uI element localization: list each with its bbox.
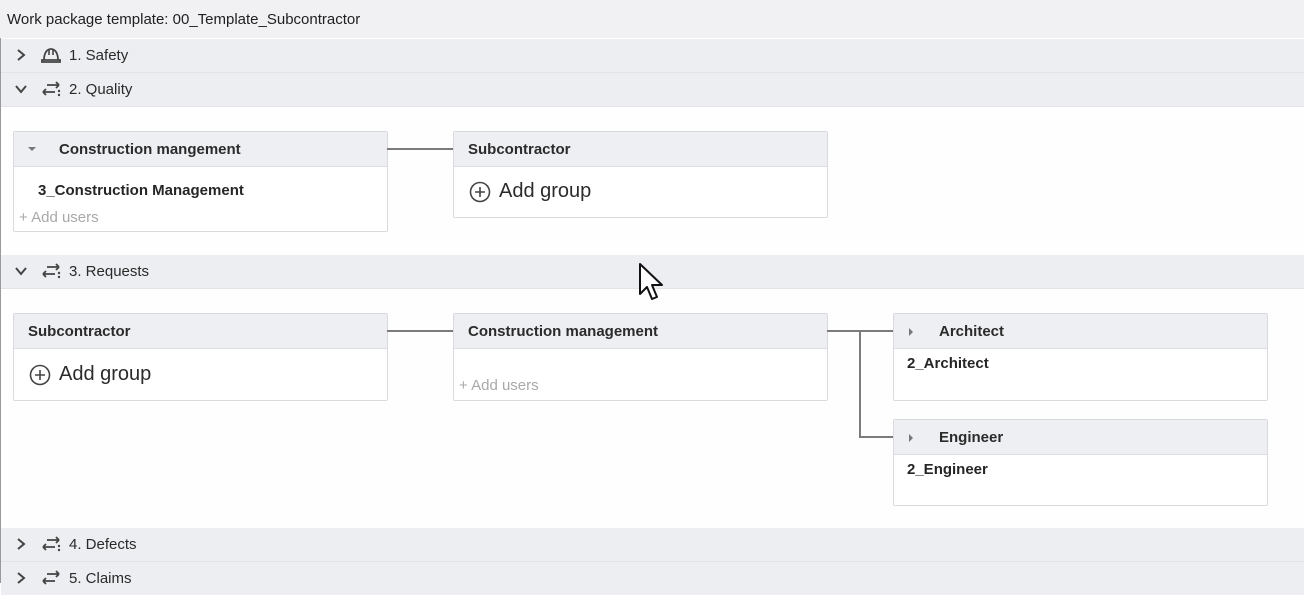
card-title: Subcontractor bbox=[468, 141, 571, 158]
card-title: Engineer bbox=[939, 429, 1004, 446]
plus-circle-icon bbox=[469, 181, 491, 202]
role-card-construction-management[interactable]: Construction management + Add users bbox=[453, 313, 828, 401]
card-title: Subcontractor bbox=[28, 323, 131, 340]
plus-icon: + bbox=[459, 377, 472, 394]
card-header[interactable]: Architect bbox=[894, 314, 1267, 349]
section-label: 2. Quality bbox=[69, 81, 133, 98]
role-card-subcontractor[interactable]: Subcontractor Add group bbox=[13, 313, 388, 401]
section-safety[interactable]: 1. Safety bbox=[1, 39, 1304, 73]
role-card-construction-management[interactable]: Construction mangement 3_Construction Ma… bbox=[13, 131, 388, 232]
connector-branch-line bbox=[859, 330, 861, 438]
add-group-label: Add group bbox=[499, 180, 592, 202]
role-card-architect[interactable]: Architect 2_Architect bbox=[893, 313, 1268, 401]
add-users-button[interactable]: + Add users bbox=[19, 209, 99, 226]
role-card-engineer[interactable]: Engineer 2_Engineer bbox=[893, 419, 1268, 506]
section-label: 1. Safety bbox=[69, 47, 129, 64]
role-card-subcontractor[interactable]: Subcontractor Add group bbox=[453, 131, 828, 218]
caret-right-icon[interactable] bbox=[907, 327, 915, 337]
section-label: 5. Claims bbox=[69, 570, 132, 587]
group-name: 2_Engineer bbox=[907, 461, 988, 478]
section-defects[interactable]: 4. Defects bbox=[1, 528, 1304, 562]
plus-icon: + bbox=[19, 209, 32, 226]
card-title: Architect bbox=[939, 323, 1005, 340]
card-header[interactable]: Subcontractor bbox=[454, 132, 827, 167]
mouse-cursor-icon bbox=[639, 263, 663, 300]
chevron-right-icon[interactable] bbox=[13, 47, 29, 63]
card-header[interactable]: Construction management bbox=[454, 314, 827, 349]
plus-circle-icon bbox=[29, 364, 51, 385]
section-label: 3. Requests bbox=[69, 263, 150, 280]
caret-right-icon[interactable] bbox=[907, 433, 915, 443]
section-quality[interactable]: 2. Quality bbox=[1, 73, 1304, 107]
group-name: 3_Construction Management bbox=[38, 182, 244, 199]
connector-line bbox=[387, 148, 453, 150]
section-label: 4. Defects bbox=[69, 536, 137, 553]
card-header[interactable]: Engineer bbox=[894, 420, 1267, 455]
connector-line bbox=[859, 436, 893, 438]
workflow-arrows-icon bbox=[42, 263, 61, 279]
chevron-right-icon[interactable] bbox=[13, 570, 29, 586]
chevron-down-icon[interactable] bbox=[13, 263, 29, 279]
chevron-down-icon[interactable] bbox=[13, 81, 29, 97]
card-header[interactable]: Construction mangement bbox=[14, 132, 387, 167]
workflow-arrows-icon bbox=[42, 570, 60, 585]
card-header[interactable]: Subcontractor bbox=[14, 314, 387, 349]
hard-hat-icon bbox=[41, 48, 61, 63]
workflow-arrows-icon bbox=[42, 81, 61, 97]
add-users-label: Add users bbox=[31, 209, 99, 226]
connector-line bbox=[387, 330, 453, 332]
section-claims[interactable]: 5. Claims bbox=[1, 562, 1304, 595]
add-group-button[interactable]: Add group bbox=[469, 180, 591, 203]
page-title: Work package template: 00_Template_Subco… bbox=[7, 11, 361, 28]
card-title: Construction mangement bbox=[59, 141, 241, 158]
group-name: 2_Architect bbox=[907, 355, 989, 372]
workflow-arrows-icon bbox=[42, 536, 61, 552]
caret-down-icon[interactable] bbox=[27, 145, 37, 153]
page-header: Work package template: 00_Template_Subco… bbox=[0, 0, 1304, 38]
chevron-right-icon[interactable] bbox=[13, 536, 29, 552]
card-title: Construction management bbox=[468, 323, 659, 340]
add-group-button[interactable]: Add group bbox=[29, 363, 151, 386]
add-users-label: Add users bbox=[471, 377, 539, 394]
add-users-button[interactable]: + Add users bbox=[459, 377, 539, 394]
add-group-label: Add group bbox=[59, 363, 152, 385]
